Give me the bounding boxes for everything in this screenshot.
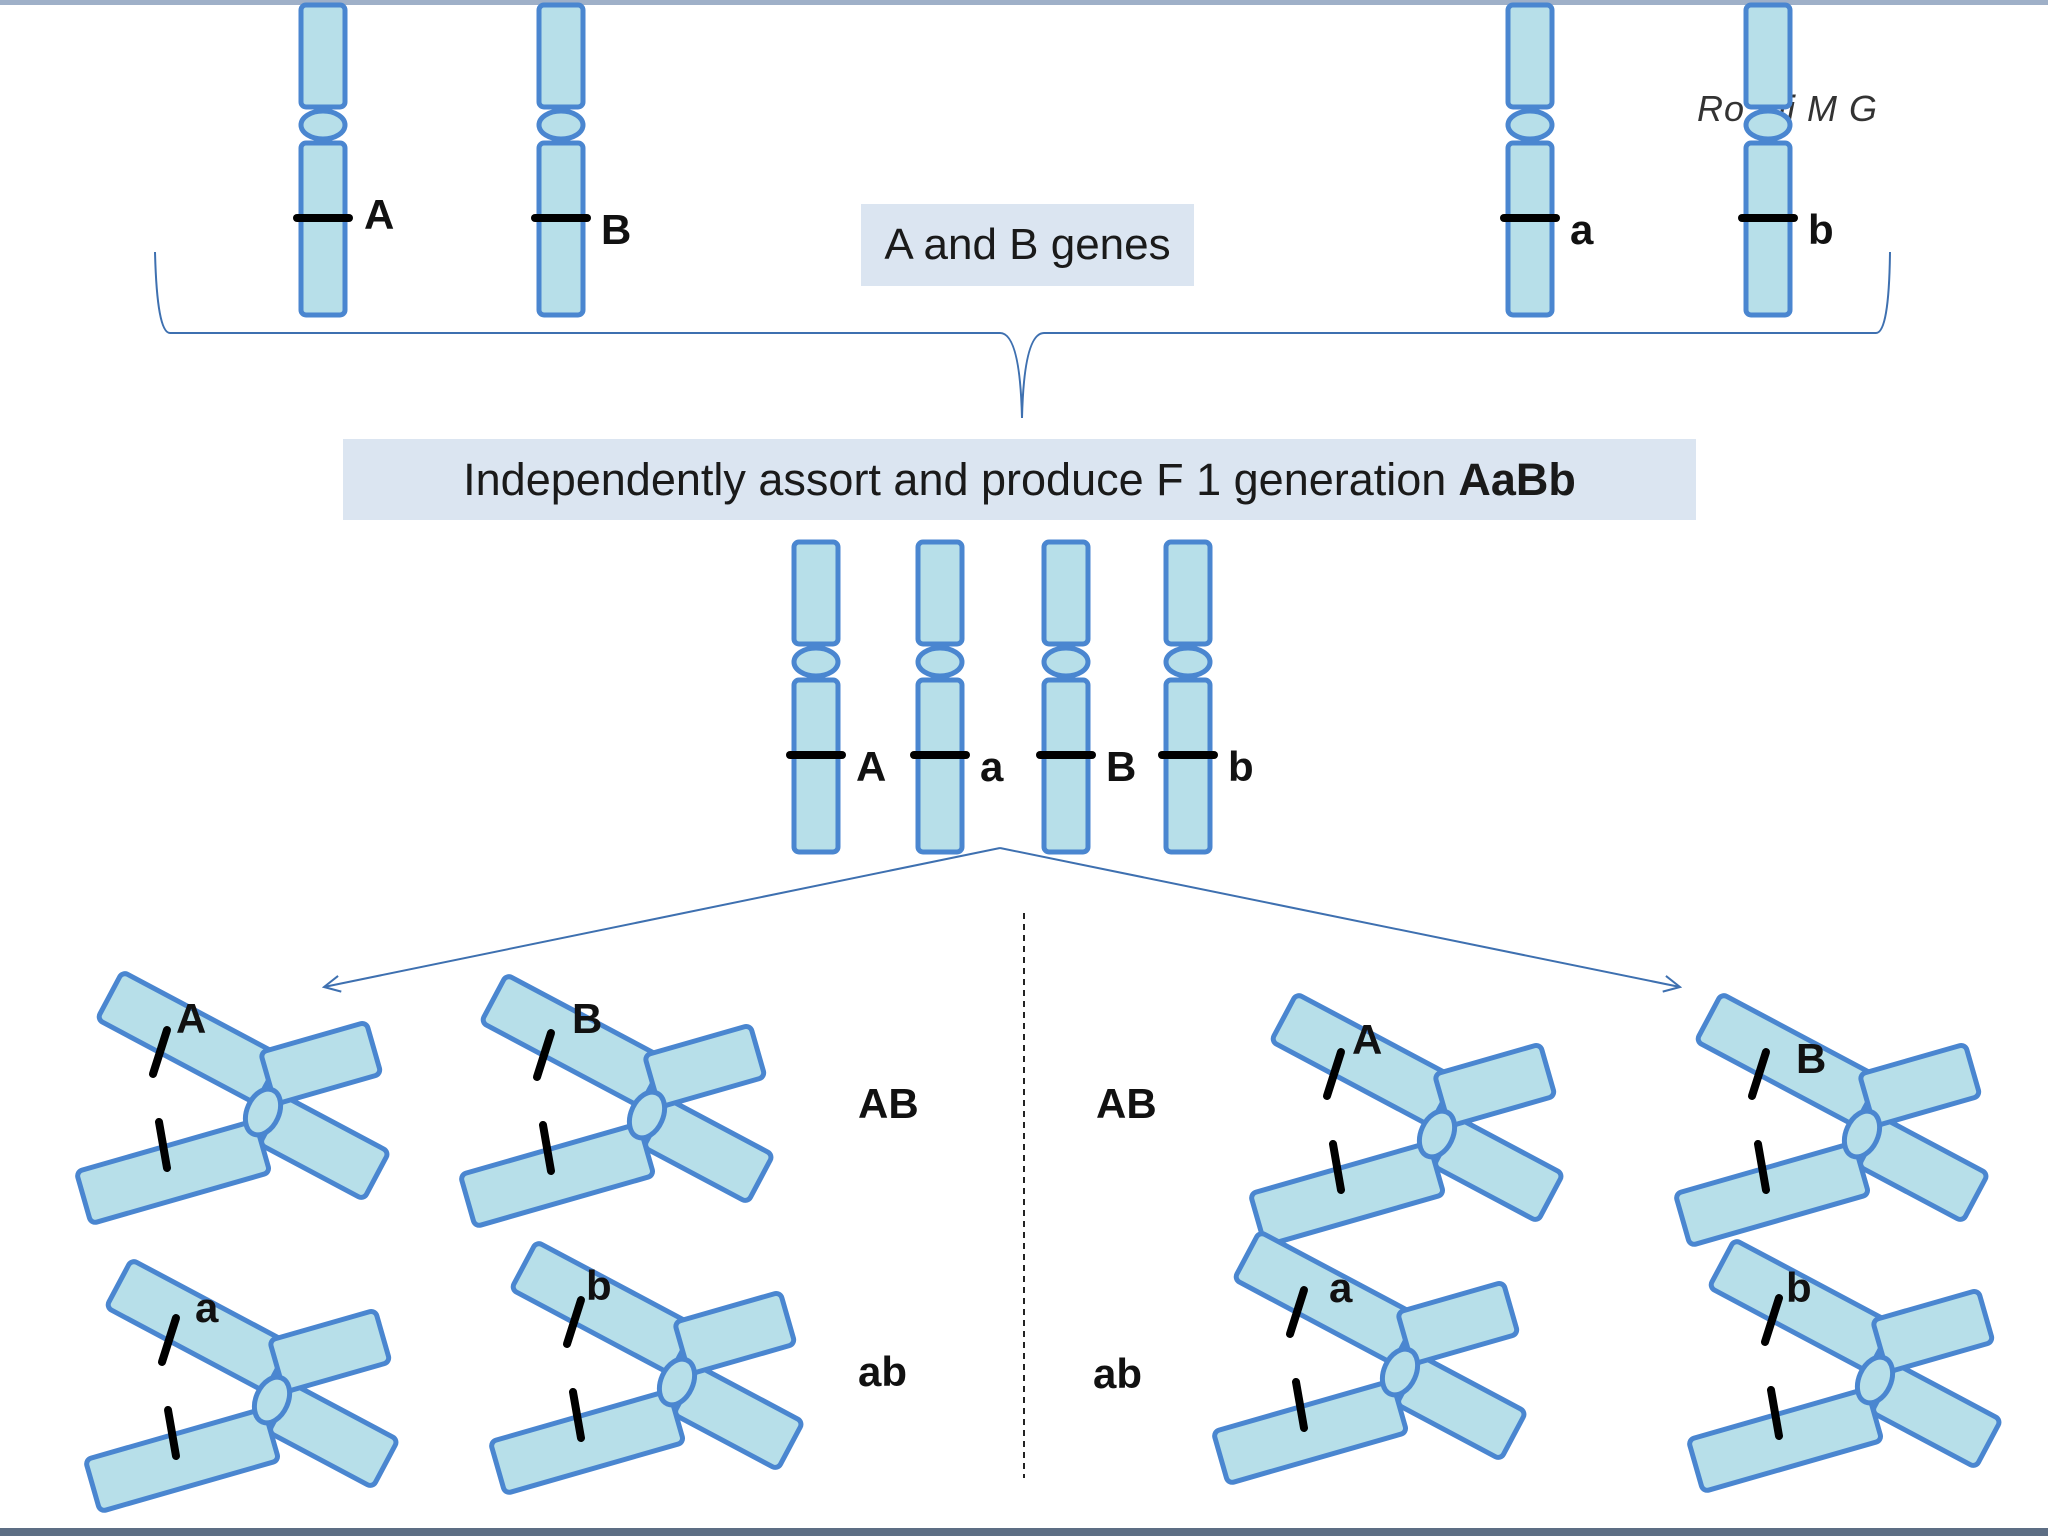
right-pair-label-B: B	[1796, 1035, 1826, 1082]
f1-genotype: AaBb	[1458, 453, 1576, 505]
left-gamete-AB: AB	[858, 1080, 919, 1127]
pair-right-AB-1	[1249, 993, 1564, 1247]
left-pair-label-a: a	[195, 1284, 219, 1331]
parent-label-B: B	[601, 206, 631, 253]
left-pair-label-b: b	[586, 1262, 612, 1309]
pair-right-ab-2	[1687, 1239, 2002, 1493]
f1-label-B: B	[1106, 743, 1136, 790]
f1-generation-text: Independently assort and produce F 1 gen…	[463, 453, 1447, 505]
genes-label: A and B genes	[884, 220, 1171, 269]
right-gamete-AB: AB	[1096, 1080, 1157, 1127]
parent-label-a: a	[1570, 206, 1594, 253]
right-pair-label-b: b	[1786, 1264, 1812, 1311]
right-pair-label-a: a	[1329, 1264, 1353, 1311]
right-pair-label-A: A	[1352, 1016, 1382, 1063]
pair-left-ab-1	[84, 1259, 399, 1513]
f1-chromosome-B	[1036, 539, 1096, 855]
f1-label-A: A	[856, 743, 886, 790]
bottom-border	[0, 1528, 2048, 1536]
f1-label-b: b	[1228, 743, 1254, 790]
f1-chromosomes	[786, 539, 1218, 855]
parent-chromosome-A	[293, 2, 353, 318]
f1-chromosome-b	[1158, 539, 1218, 855]
parent-label-A: A	[364, 191, 394, 238]
left-pair-label-B: B	[572, 995, 602, 1042]
parent-chromosomes	[293, 2, 1798, 318]
arrow-left	[324, 847, 1001, 987]
pair-left-AB-1	[75, 971, 390, 1225]
pair-left-ab-2	[489, 1241, 804, 1495]
left-gamete-ab: ab	[858, 1348, 907, 1395]
parent-label-b: b	[1808, 206, 1834, 253]
f1-chromosome-a	[910, 539, 970, 855]
parent-chromosome-b	[1738, 2, 1798, 318]
right-gamete-ab: ab	[1093, 1350, 1142, 1397]
top-border	[0, 0, 2048, 5]
grouping-brace	[154, 251, 1891, 419]
parent-chromosome-a	[1500, 2, 1560, 318]
pair-right-AB-2	[1674, 993, 1989, 1247]
f1-generation-box: Independently assort and produce F 1 gen…	[343, 439, 1696, 520]
pair-left-AB-2	[459, 974, 774, 1228]
genes-label-box: A and B genes	[861, 204, 1194, 286]
pair-right-ab-1	[1212, 1231, 1527, 1485]
f1-label-a: a	[980, 743, 1004, 790]
arrow-right	[999, 847, 1680, 987]
f1-chromosome-A	[786, 539, 846, 855]
left-pair-label-A: A	[176, 995, 206, 1042]
parent-chromosome-B	[531, 2, 591, 318]
meiosis-pairs	[75, 971, 2002, 1513]
